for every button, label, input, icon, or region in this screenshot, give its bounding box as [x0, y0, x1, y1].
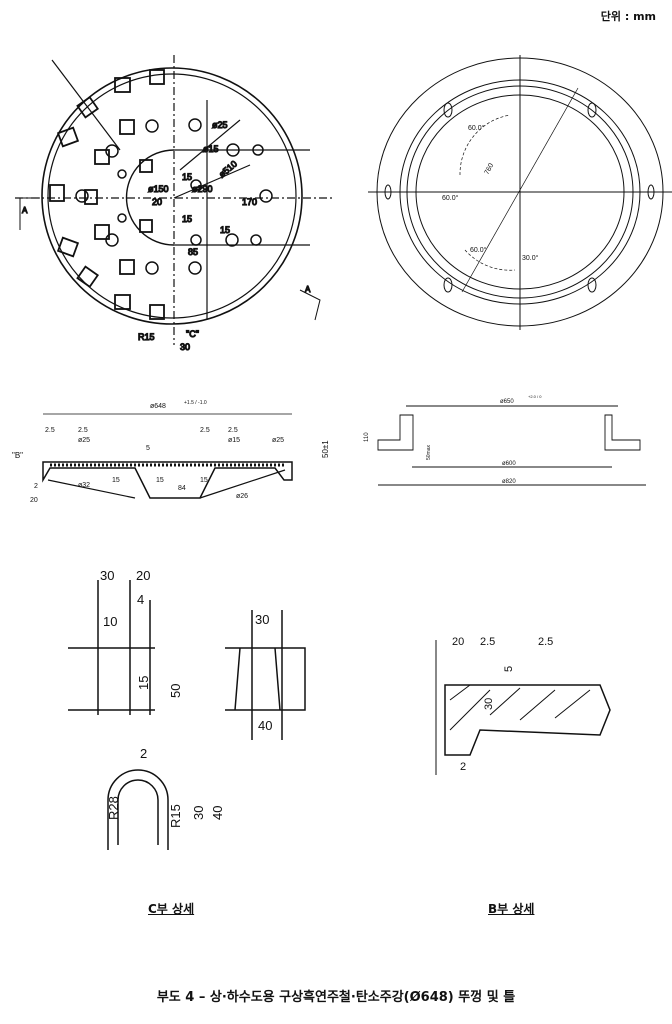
section-mark: A	[305, 285, 311, 294]
dim-label: 50±1	[321, 440, 330, 458]
dim-label: 85	[188, 247, 198, 257]
dim-label: 50	[168, 684, 183, 698]
dim-label: ø32	[78, 482, 90, 489]
angle-label: 60.0°	[468, 124, 485, 132]
dim-label: ø26	[236, 493, 248, 500]
dim-label: 20	[136, 568, 150, 583]
dim-label: 15	[220, 225, 230, 235]
tolerance-label: +1.5 / -1.0	[184, 400, 207, 406]
dim-label: 2.5	[228, 427, 238, 434]
unit-label: 단위 : mm	[600, 10, 656, 23]
dim-label: 5	[503, 666, 515, 672]
dim-label: 20	[30, 497, 38, 504]
angle-label: 60.0°	[442, 194, 459, 202]
dim-label: 2.5	[480, 636, 495, 648]
dim-label: R15	[138, 332, 155, 342]
frame-section-view: ø650 +2.0 / 0 110 50max ø600 ø820	[364, 394, 646, 486]
dim-label: 2.5	[78, 427, 88, 434]
cover-section-view: ø648 +1.5 / -1.0 2.5 2.5 2.5 2.5 ø25 ø15…	[12, 400, 330, 504]
angle-label: 30.0°	[522, 254, 539, 262]
dim-label: 15	[200, 477, 208, 484]
dim-label: 50max	[426, 444, 432, 460]
dim-label: 2	[460, 761, 466, 773]
dim-label: ø820	[502, 479, 516, 485]
dim-label: 40	[258, 718, 272, 733]
figure-title: 부도 4 – 상·하수도용 구상흑연주철·탄소주강(Ø648) 뚜껑 및 틀	[156, 990, 516, 1005]
dim-label: ø290	[192, 184, 213, 194]
detail-c-caption: C부 상세	[148, 902, 195, 916]
dim-label: 10	[103, 614, 117, 629]
dim-label: 4	[137, 592, 144, 607]
dim-label: ø650	[500, 399, 514, 405]
dim-label: 2.5	[45, 427, 55, 434]
dim-label: ø15	[228, 437, 240, 444]
dim-label: 2	[34, 483, 38, 490]
dim-label: 30	[100, 568, 114, 583]
dim-label: ø150	[148, 184, 169, 194]
dim-label: 2.5	[538, 636, 553, 648]
angle-label: 60.0°	[470, 246, 487, 254]
dim-label: ø648	[150, 403, 166, 410]
dim-label: 5	[146, 445, 150, 452]
dim-label: 40	[210, 806, 225, 820]
dim-label: 20	[452, 636, 464, 648]
dim-label: 15	[182, 172, 192, 182]
dim-label: ø25	[212, 120, 228, 130]
dim-label: 15	[156, 477, 164, 484]
dim-label: ø25	[78, 437, 90, 444]
detail-b-marker: "B"	[12, 451, 23, 460]
dim-label: 20	[152, 197, 162, 207]
dim-label: R15	[168, 804, 183, 828]
dim-label: R28	[106, 796, 121, 820]
dim-label: ø510	[217, 159, 239, 180]
detail-c-drawing: 30 20 4 10 15 50 30 40 2 R28 R15 30 40	[68, 568, 306, 850]
dim-label: 30	[255, 612, 269, 627]
frame-plan-view: 60.0° 60.0° 60.0° 30.0° 760	[368, 55, 672, 330]
detail-c-marker: "C"	[186, 329, 199, 339]
dim-label: 30	[191, 806, 206, 820]
dim-label: 15	[182, 214, 192, 224]
cover-plan-view: ø25 ø15 ø510 ø150 ø290 15 15 15 20 170 8…	[15, 55, 335, 353]
detail-b-drawing: 20 2.5 2.5 5 30 2	[435, 636, 611, 775]
dim-label: 2	[140, 746, 147, 761]
dim-label: 2.5	[200, 427, 210, 434]
dim-label: 84	[178, 485, 186, 492]
dim-label: 15	[136, 676, 151, 690]
dim-label: ø600	[502, 461, 516, 467]
detail-b-caption: B부 상세	[488, 902, 535, 916]
dim-label: 30	[180, 342, 190, 352]
dim-label: ø15	[203, 144, 219, 154]
dim-label: 170	[242, 197, 257, 207]
dim-label: ø25	[272, 437, 284, 444]
dim-label: 15	[112, 477, 120, 484]
section-mark: A	[22, 206, 28, 215]
dim-label: 110	[364, 432, 370, 442]
tolerance-label: +2.0 / 0	[528, 394, 542, 399]
dim-label: 30	[483, 698, 495, 710]
dim-label: 760	[484, 162, 496, 176]
